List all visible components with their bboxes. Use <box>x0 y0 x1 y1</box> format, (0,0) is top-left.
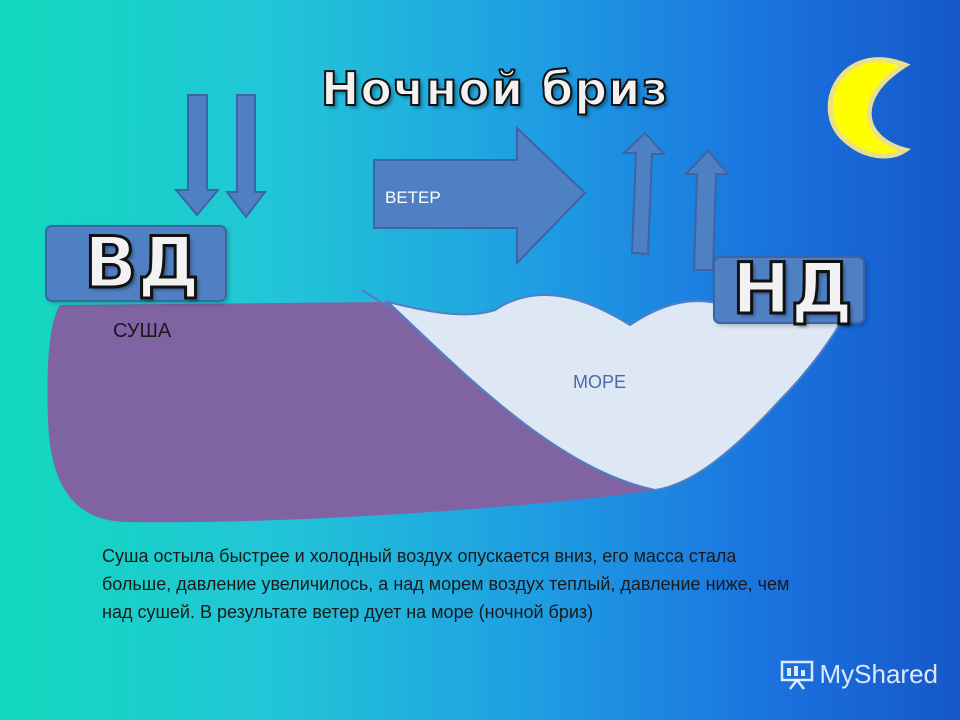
moon-icon <box>827 57 912 159</box>
page-title: Ночной бриз <box>320 61 670 117</box>
watermark-text[interactable]: MyShared <box>819 659 939 689</box>
land-label: СУША <box>113 320 172 342</box>
wind-label: ВЕТЕР <box>385 188 441 207</box>
land-shape <box>47 302 655 523</box>
down-arrow-2 <box>224 94 268 219</box>
watermark: MyShared <box>780 659 939 690</box>
wind-arrow <box>373 125 587 266</box>
up-arrow-2 <box>683 149 731 271</box>
sea-label: МОРЕ <box>573 372 627 392</box>
high-pressure-box <box>45 225 227 302</box>
coast-mark <box>361 289 391 309</box>
caption-text: Суша остыла быстрее и холодный воздух оп… <box>102 546 790 622</box>
high-pressure-label: ВД <box>83 222 202 304</box>
down-arrow-1 <box>173 94 221 217</box>
presentation-icon <box>780 660 813 690</box>
low-pressure-box <box>713 256 865 324</box>
low-pressure-label: НД <box>731 248 855 330</box>
up-arrow-1 <box>621 131 667 256</box>
